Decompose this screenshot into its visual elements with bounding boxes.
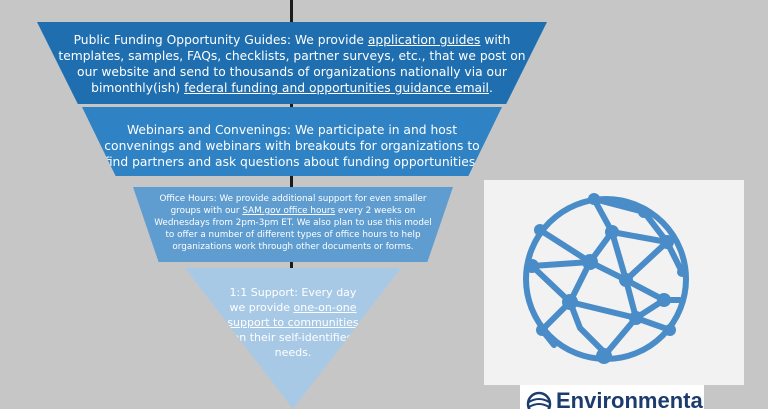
tier-office-hours-text-1: Office Hours: We provide additional supp… <box>159 194 427 216</box>
logo-panel <box>484 180 744 385</box>
spine-segment-top <box>290 0 293 22</box>
tier-funding-guides-text-1: Public Funding Opportunity Guides: We pr… <box>73 33 368 47</box>
spine-segment-2 <box>290 176 293 187</box>
tier-office-hours-text-2: every 2 weeks on Wednesdays from 2pm-3pm… <box>154 206 432 252</box>
tier-funding-guides-text: Public Funding Opportunity Guides: We pr… <box>57 22 527 96</box>
funnel-tier-one-on-one: 1:1 Support: Every day we provide one-on… <box>185 268 401 409</box>
application-guides-link[interactable]: application guides <box>367 33 481 47</box>
funnel-tier-webinars: Webinars and Convenings: We participate … <box>82 107 502 176</box>
spine-segment-1 <box>290 104 293 107</box>
tier-one-on-one-text-2: on their self-identified needs. <box>232 331 354 359</box>
globe-mark-icon <box>526 391 552 409</box>
guidance-email-link[interactable]: federal funding and opportunities guidan… <box>184 81 489 95</box>
funnel-tier-funding-guides: Public Funding Opportunity Guides: We pr… <box>37 22 547 104</box>
spine-segment-3 <box>290 262 293 268</box>
tier-one-on-one-text-1: 1:1 Support: Every day we provide <box>229 286 357 314</box>
tier-office-hours-text: Office Hours: We provide additional supp… <box>152 187 434 253</box>
tier-one-on-one-text: 1:1 Support: Every day we provide one-on… <box>223 268 363 360</box>
tier-funding-guides-text-2: with templates, samples, FAQs, checklist… <box>58 33 526 95</box>
one-on-one-support-link[interactable]: one-on-one support to communities <box>227 301 359 329</box>
tier-funding-guides-text-3: . <box>488 81 493 95</box>
funnel-tier-office-hours: Office Hours: We provide additional supp… <box>133 187 453 262</box>
network-globe-icon <box>523 193 689 364</box>
sam-gov-office-hours-link[interactable]: SAM.gov office hours <box>242 206 336 216</box>
organization-logo-badge: Environmental <box>520 385 704 409</box>
tier-webinars-text: Webinars and Convenings: We participate … <box>104 123 480 169</box>
logo-wordmark: Environmental <box>556 388 704 409</box>
